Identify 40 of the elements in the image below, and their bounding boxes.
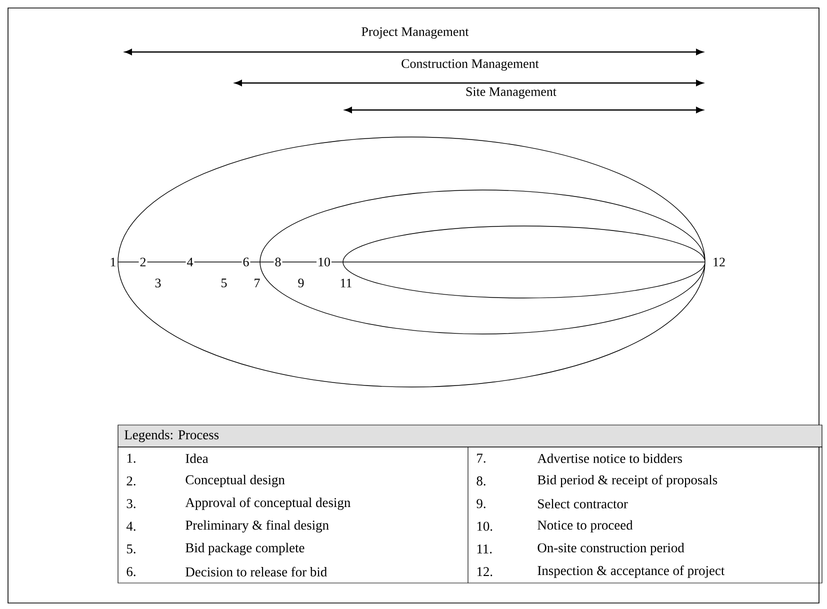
- item-number: 3.: [126, 499, 136, 508]
- item-number: 12.: [477, 567, 492, 576]
- step-number: 2: [138, 256, 148, 268]
- item-text: Bid period & receipt of proposals: [538, 474, 718, 488]
- item-text: Notice to proceed: [538, 520, 633, 532]
- item-text: Decision to release for bid: [186, 566, 327, 576]
- item-number: 1.: [127, 454, 136, 463]
- step-number: 7: [254, 278, 260, 288]
- item-number: 8.: [476, 476, 486, 486]
- step-number: 5: [222, 278, 227, 288]
- item-text: Approval of conceptual design: [185, 498, 350, 510]
- step-number: 10: [316, 256, 332, 268]
- item-number: 2.: [126, 476, 136, 486]
- item-text: On-site construction period: [538, 542, 684, 556]
- item-text: Idea: [186, 454, 208, 464]
- step-number: 9: [298, 278, 304, 288]
- step-number: 8: [274, 256, 282, 268]
- step-number: 6: [242, 256, 250, 268]
- span-label: Site Management: [466, 87, 556, 99]
- table-header: Legends: Process: [118, 424, 822, 448]
- item-text: Select contractor: [538, 498, 628, 508]
- item-number: 4.: [126, 522, 136, 531]
- step-number: 11: [340, 278, 352, 288]
- item-number: 10.: [477, 522, 492, 531]
- span-label: Project Management: [362, 27, 469, 39]
- item-text: Bid package complete: [186, 542, 304, 556]
- item-number: 9.: [476, 499, 486, 508]
- step-number: 4: [186, 256, 194, 268]
- item-text: Conceptual design: [186, 474, 285, 488]
- step-number: 1: [110, 258, 116, 266]
- step-number: 12: [714, 258, 725, 266]
- item-number: 5.: [127, 544, 136, 554]
- item-text: Advertise notice to bidders: [537, 454, 682, 464]
- step-number: 3: [155, 278, 161, 288]
- item-number: 11.: [477, 544, 492, 554]
- item-number: 7.: [477, 454, 486, 463]
- item-number: 6.: [126, 567, 136, 576]
- item-text: Preliminary & final design: [186, 520, 329, 532]
- span-label: Construction Management: [402, 59, 539, 71]
- item-text: Inspection & acceptance of project: [538, 566, 725, 578]
